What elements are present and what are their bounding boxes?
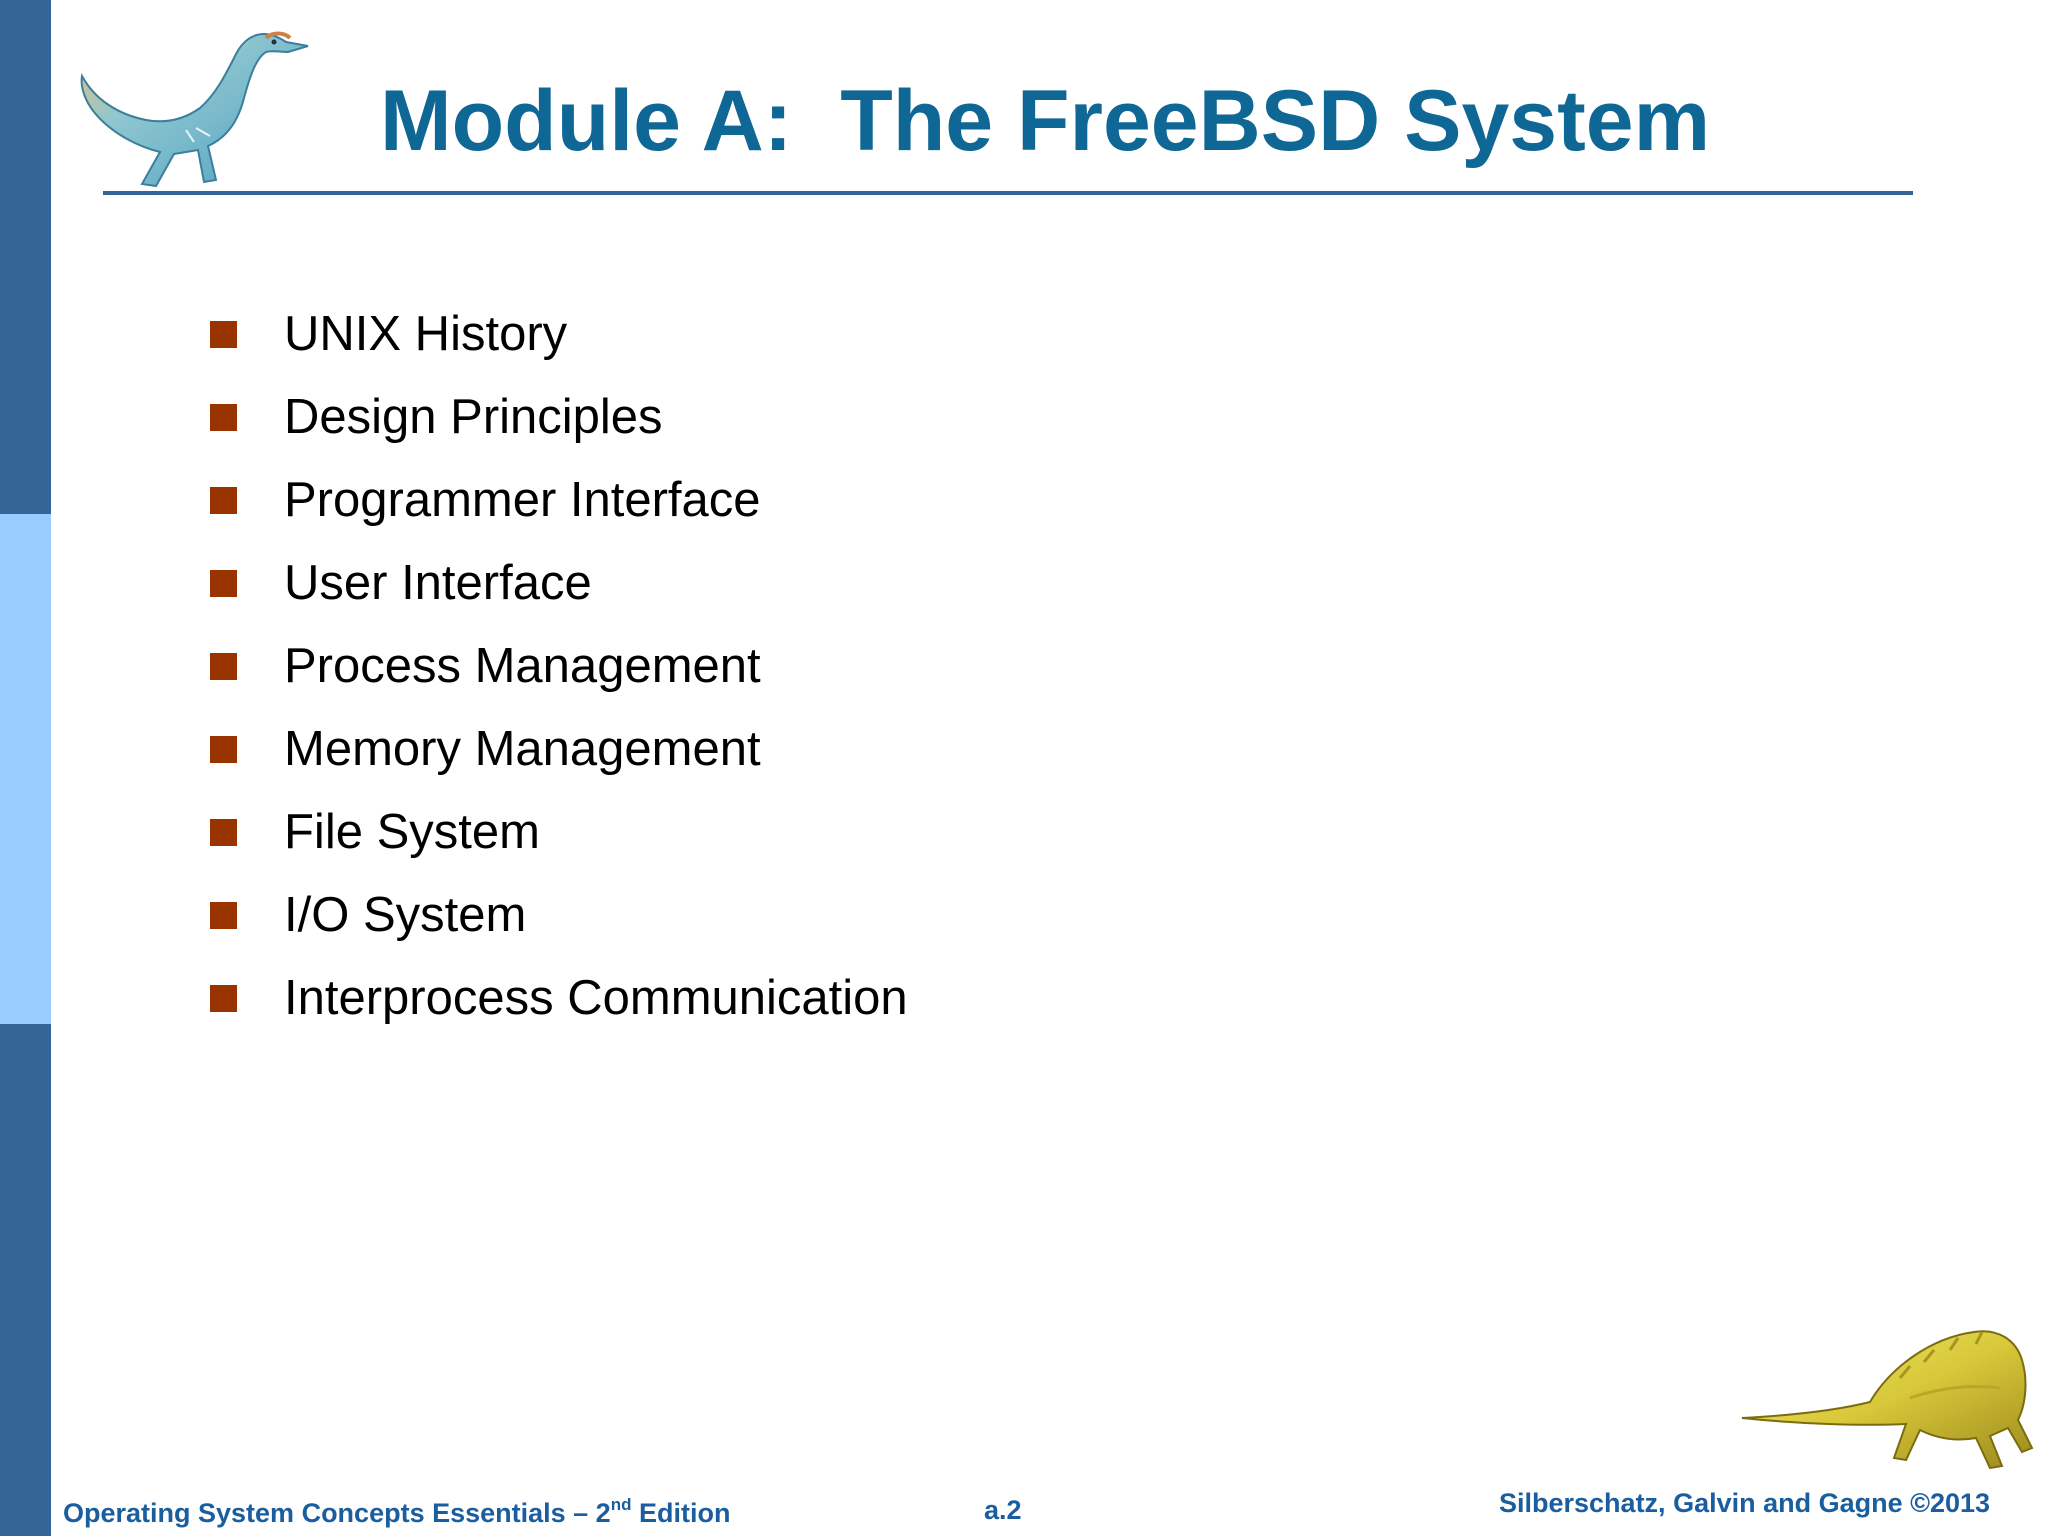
list-item: Interprocess Communication	[210, 956, 908, 1039]
square-bullet-icon	[210, 736, 237, 763]
title-underline	[103, 191, 1913, 195]
topic-label: Process Management	[284, 638, 761, 693]
footer-page-number: a.2	[984, 1495, 1022, 1525]
slide-title: Module A: The FreeBSD System	[380, 73, 1711, 169]
topic-label: User Interface	[284, 555, 592, 610]
topic-label: I/O System	[284, 887, 527, 942]
list-item: Process Management	[210, 624, 908, 707]
list-item: File System	[210, 790, 908, 873]
list-item: UNIX History	[210, 292, 908, 375]
list-item: Programmer Interface	[210, 458, 908, 541]
topic-label: Memory Management	[284, 721, 761, 776]
topic-label: Interprocess Communication	[284, 970, 908, 1025]
square-bullet-icon	[210, 570, 237, 597]
square-bullet-icon	[210, 321, 237, 348]
square-bullet-icon	[210, 653, 237, 680]
topic-list: UNIX History Design Principles Programme…	[210, 292, 908, 1039]
dinosaur-icon	[1741, 1330, 2034, 1470]
left-accent-bar-light-segment	[0, 514, 51, 1024]
dinosaur-icon	[80, 31, 309, 188]
footer-book-title: Operating System Concepts Essentials – 2…	[63, 1495, 731, 1528]
list-item: Memory Management	[210, 707, 908, 790]
list-item: Design Principles	[210, 375, 908, 458]
topic-label: Design Principles	[284, 389, 663, 444]
square-bullet-icon	[210, 902, 237, 929]
square-bullet-icon	[210, 404, 237, 431]
topic-label: Programmer Interface	[284, 472, 761, 527]
topic-label: File System	[284, 804, 540, 859]
square-bullet-icon	[210, 819, 237, 846]
footer-copyright: Silberschatz, Galvin and Gagne ©2013	[1499, 1488, 1991, 1518]
topic-label: UNIX History	[284, 306, 568, 361]
list-item: I/O System	[210, 873, 908, 956]
square-bullet-icon	[210, 985, 237, 1012]
list-item: User Interface	[210, 541, 908, 624]
square-bullet-icon	[210, 487, 237, 514]
